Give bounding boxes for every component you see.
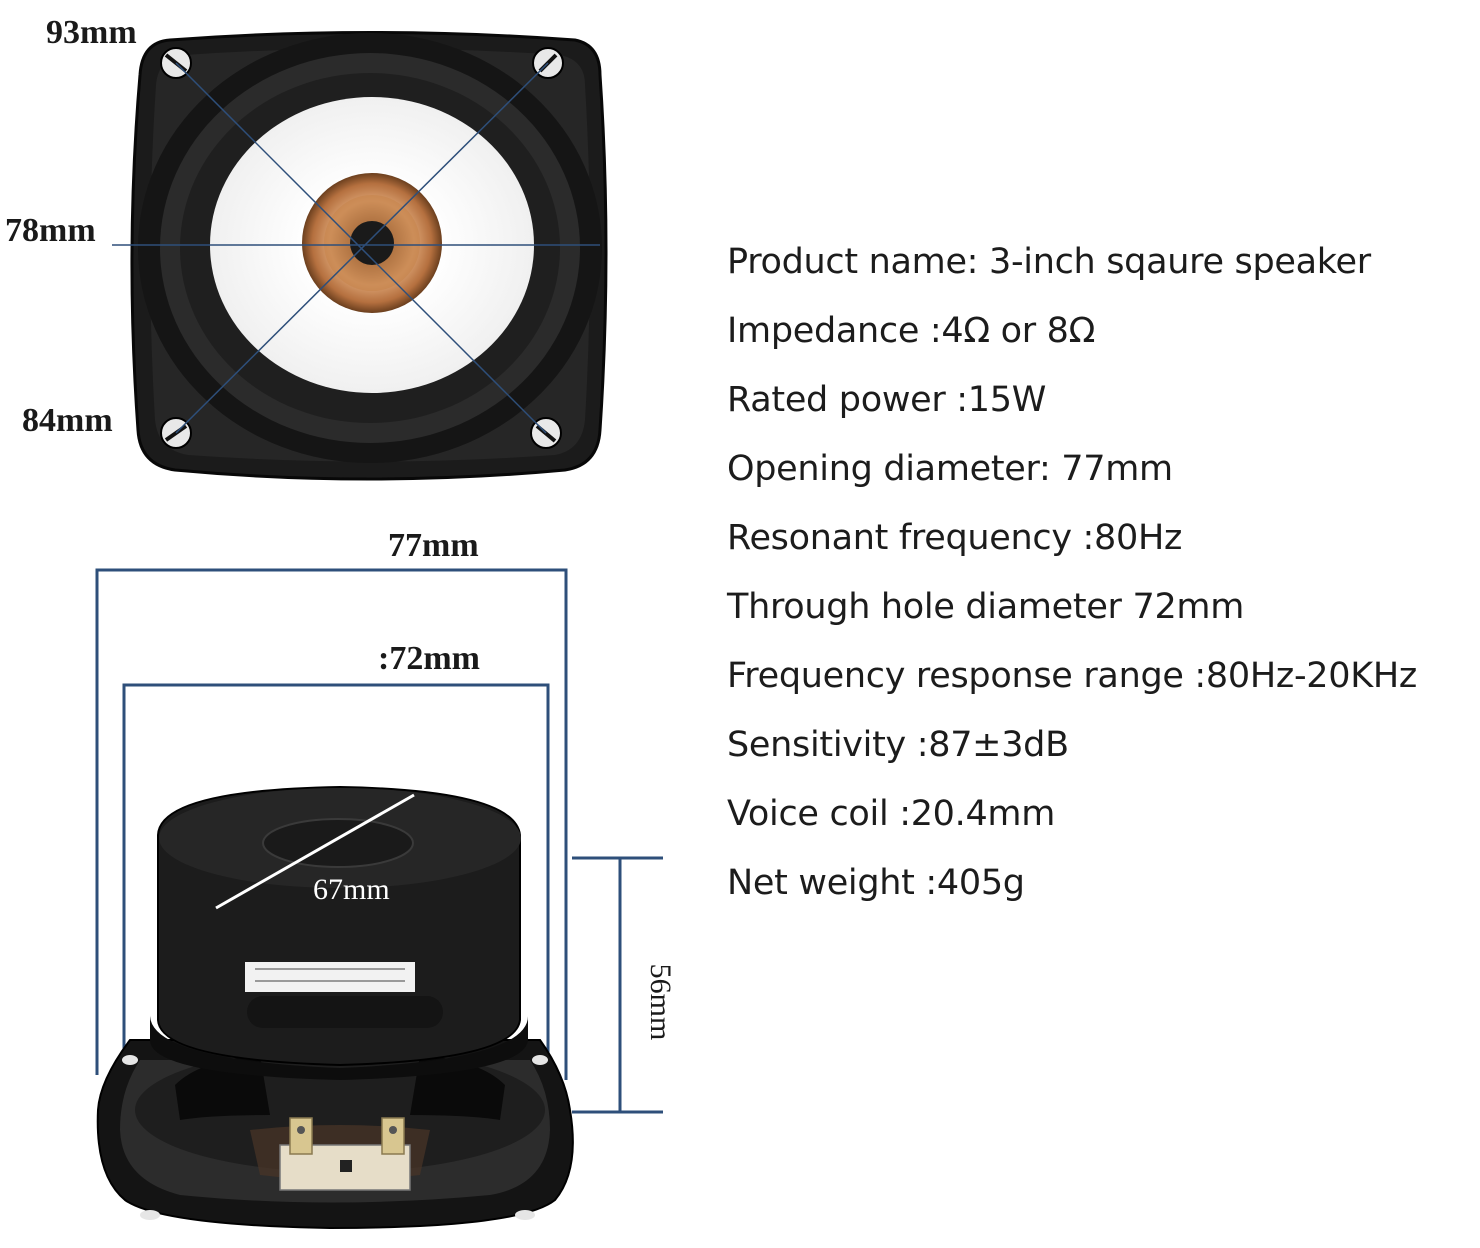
dimension-label-77mm: 77mm — [388, 527, 479, 564]
dimension-label-72mm: :72mm — [378, 640, 480, 677]
spec-resonant-frequency: Resonant frequency :80Hz — [727, 518, 1183, 558]
redaction-bar — [247, 996, 443, 1028]
spec-list: Product name: 3-inch sqaure speaker Impe… — [727, 236, 1417, 926]
spec-impedance: Impedance :4Ω or 8Ω — [727, 311, 1096, 351]
spec-product-name: Product name: 3-inch sqaure speaker — [727, 242, 1371, 282]
dimension-label-84mm: 84mm — [22, 402, 113, 439]
side-dimension-lines — [95, 568, 663, 1114]
spec-rated-power: Rated power :15W — [727, 380, 1047, 420]
spec-through-hole-diameter: Through hole diameter 72mm — [727, 587, 1244, 627]
spec-sensitivity: Sensitivity :87±3dB — [727, 725, 1069, 765]
spec-voice-coil: Voice coil :20.4mm — [727, 794, 1056, 834]
dimension-label-56mm: 56mm — [644, 963, 677, 1041]
spec-frequency-response: Frequency response range :80Hz-20KHz — [727, 656, 1417, 696]
speaker-terminals — [279, 1117, 411, 1191]
dimension-label-93mm: 93mm — [46, 14, 137, 51]
front-dimension-lines — [112, 62, 600, 434]
spec-net-weight: Net weight :405g — [727, 863, 1025, 903]
spec-opening-diameter: Opening diameter: 77mm — [727, 449, 1173, 489]
spec-sticker — [245, 962, 415, 992]
dimension-label-78mm: 78mm — [5, 212, 96, 249]
dimension-label-67mm: 67mm — [313, 873, 390, 906]
